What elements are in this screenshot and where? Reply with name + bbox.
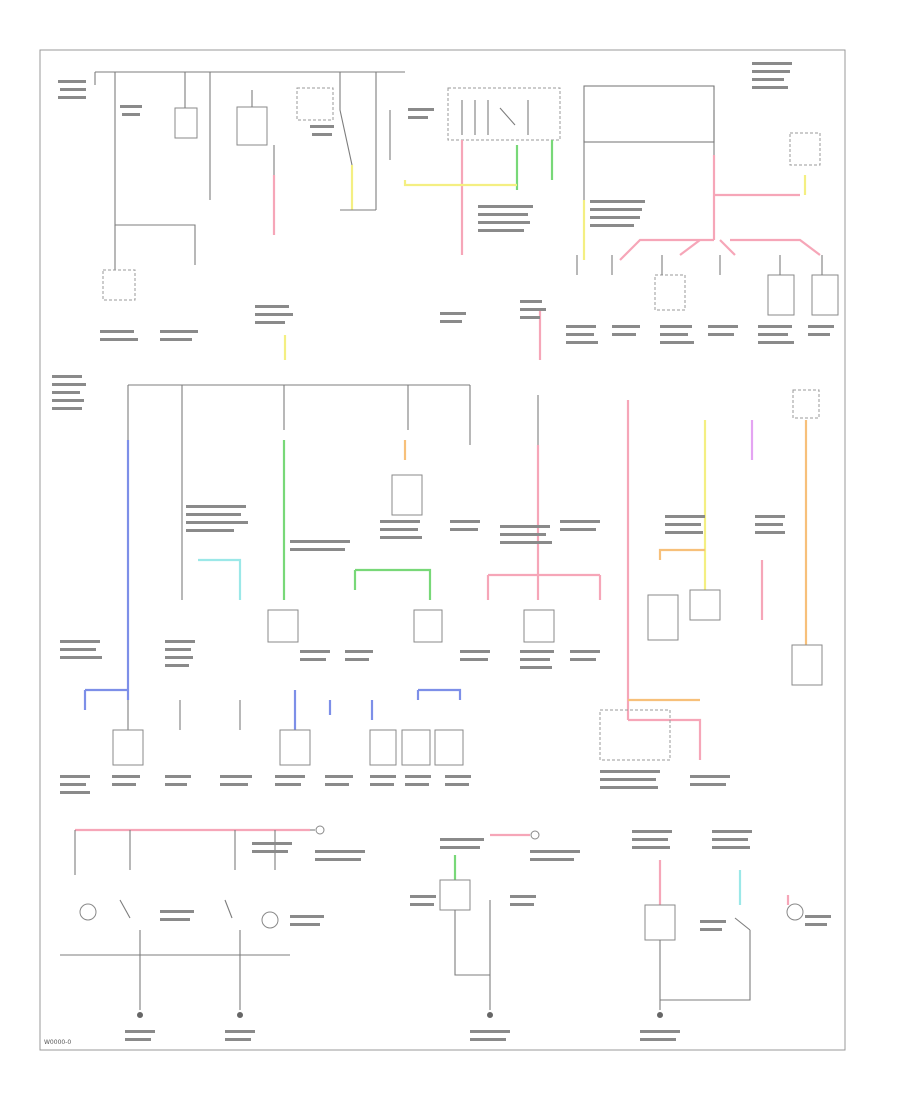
- component-box: [296, 87, 334, 121]
- component-box: [401, 729, 431, 766]
- component-box: [792, 389, 820, 419]
- ignition-switch-box: [447, 87, 561, 141]
- component-box: [767, 274, 795, 316]
- component-box: [599, 709, 671, 761]
- component-box: [647, 594, 679, 641]
- component-box: [236, 106, 268, 146]
- diagram-border: [39, 49, 846, 1051]
- component-box: [413, 609, 443, 643]
- component-box: [279, 729, 311, 766]
- component-box: [523, 609, 555, 643]
- component-box: [689, 589, 721, 621]
- diagram-code-label: W0000-0: [44, 1039, 71, 1046]
- label-block: [58, 62, 834, 344]
- component-box: [654, 274, 686, 311]
- component-box: [644, 904, 676, 941]
- component-box: [791, 644, 823, 686]
- component-box: [112, 729, 144, 766]
- component-box: [174, 107, 198, 139]
- component-box: [102, 269, 136, 301]
- component-box: [789, 132, 821, 166]
- component-box: [434, 729, 464, 766]
- component-box: [811, 274, 839, 316]
- label-block: [125, 830, 831, 1041]
- component-box: [267, 609, 299, 643]
- top-section: [58, 62, 839, 360]
- fuse-box: [583, 85, 715, 143]
- component-box: [369, 729, 397, 766]
- middle-section: [52, 375, 823, 794]
- component-box: [391, 474, 423, 516]
- component-box: [439, 879, 471, 911]
- label-block: [52, 375, 785, 794]
- bottom-section: [60, 825, 831, 1041]
